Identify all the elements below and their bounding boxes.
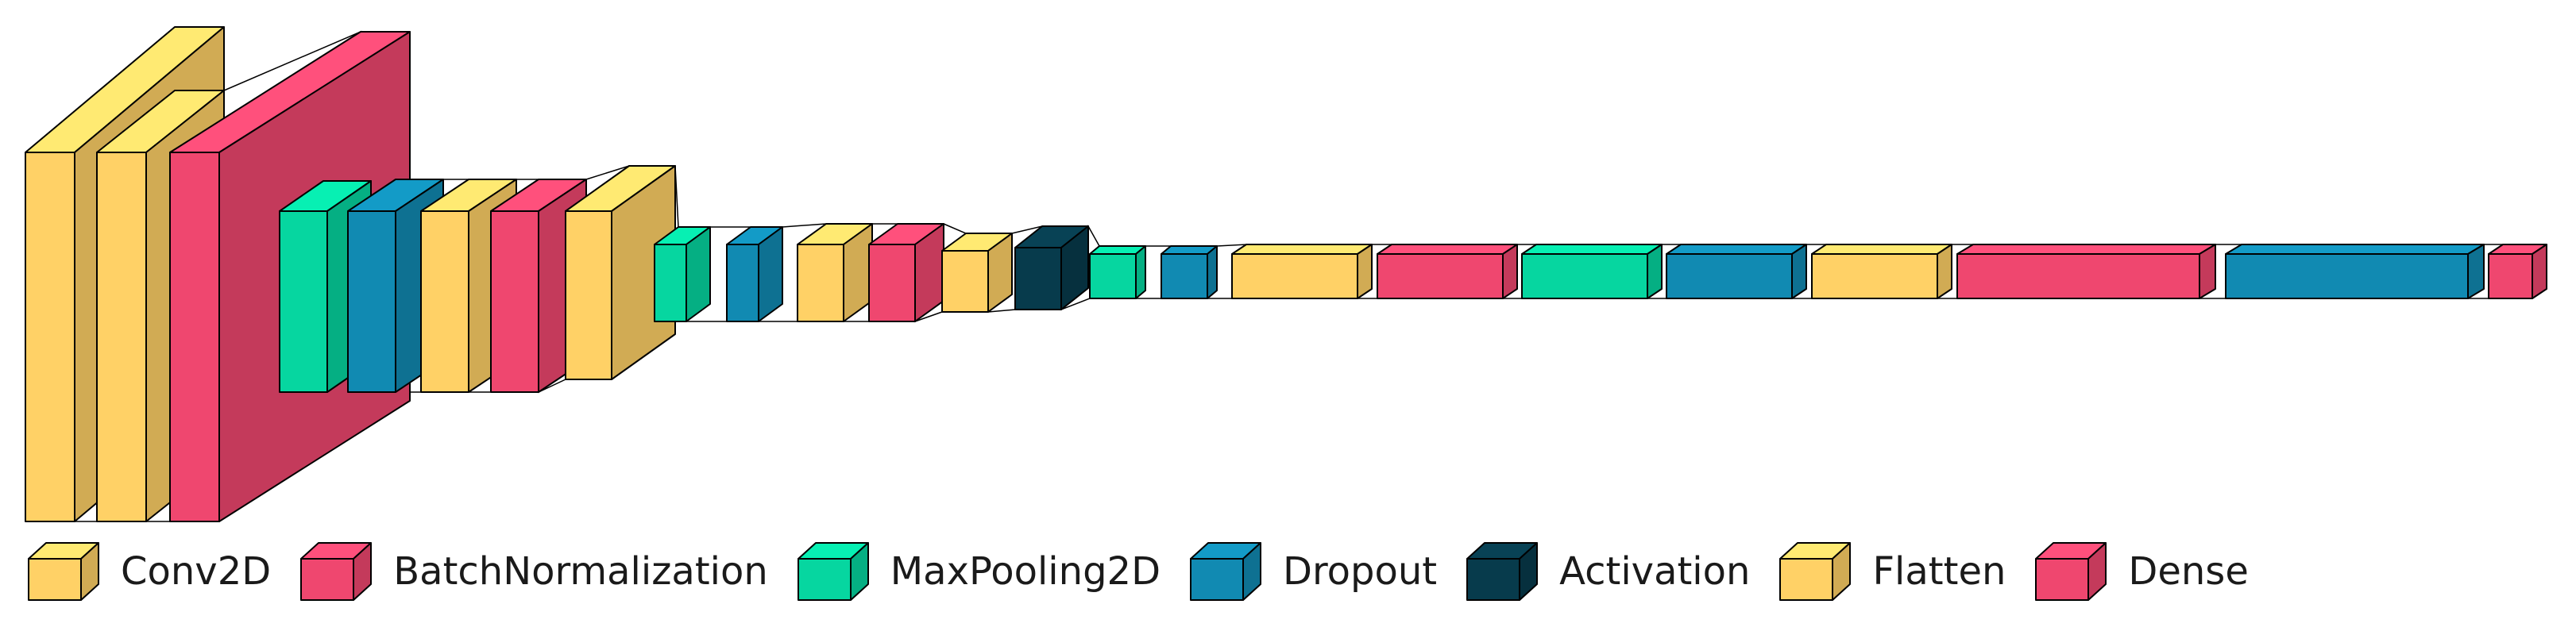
layer-conv2d-front — [797, 244, 844, 322]
layer-dropout-side — [1791, 244, 1807, 299]
layer-dropout-front — [1161, 253, 1208, 299]
layer-dropout-front — [347, 210, 396, 393]
legend-label-activation: Activation — [1559, 549, 1751, 594]
layer-batchnormalization-front — [490, 210, 539, 393]
activation-swatch-icon — [1466, 542, 1539, 601]
dense-swatch-icon — [2035, 542, 2107, 601]
layer-dropout — [2225, 244, 2485, 299]
maxpooling2d-swatch-icon — [797, 542, 869, 601]
layer-dropout-side — [758, 226, 783, 322]
layer-conv2d — [941, 233, 1013, 313]
layer-dense-side — [1502, 244, 1518, 299]
layer-maxpooling2d-front — [654, 244, 687, 322]
layer-dense-front — [1956, 253, 2200, 299]
dropout-swatch-icon — [1190, 542, 1262, 601]
layer-flatten-side — [1937, 244, 1952, 299]
layer-dropout-front — [1666, 253, 1793, 299]
layer-batchnormalization-front — [169, 152, 220, 522]
layer-dense — [2488, 244, 2547, 299]
dropout-swatch-front — [1190, 558, 1245, 601]
legend-item-activation: Activation — [1464, 540, 1750, 603]
layer-maxpooling2d — [654, 226, 711, 322]
layer-maxpooling2d-front — [279, 210, 328, 393]
layer-maxpooling2d-side — [1647, 244, 1663, 299]
legend-item-maxpooling2d: MaxPooling2D — [795, 540, 1161, 603]
layer-flatten-front — [1811, 253, 1938, 299]
dropout-swatch — [1190, 542, 1262, 601]
layer-maxpooling2d-side — [686, 226, 711, 322]
layer-maxpooling2d — [1089, 245, 1146, 299]
flatten-swatch-front — [1779, 558, 1834, 601]
network-architecture-diagram — [25, 26, 2547, 522]
layer-flatten-side — [1357, 244, 1373, 299]
dense-swatch — [2035, 542, 2107, 601]
legend-label-flatten: Flatten — [1872, 549, 2006, 594]
layer-maxpooling2d — [1521, 244, 1663, 299]
legend-label-maxpooling2d: MaxPooling2D — [890, 549, 1161, 594]
layer-conv2d — [565, 165, 676, 380]
legend-label-conv2d: Conv2D — [121, 549, 272, 594]
layer-dropout-side — [2467, 244, 2485, 299]
maxpooling2d-swatch-front — [797, 558, 852, 601]
conv2d-swatch-front — [28, 558, 82, 601]
layer-batchnormalization-front — [868, 244, 916, 322]
legend-item-flatten: Flatten — [1777, 540, 2006, 603]
layer-dense-side — [2532, 244, 2547, 299]
layer-flatten-top — [1811, 244, 1952, 255]
activation-swatch-front — [1466, 558, 1521, 601]
activation-swatch — [1466, 542, 1539, 601]
layer-dropout — [726, 226, 783, 322]
layer-flatten — [1811, 244, 1952, 299]
layer-conv2d-front — [96, 152, 147, 522]
layer-dropout — [1161, 245, 1218, 299]
layer-dropout-side — [1207, 245, 1218, 299]
layer-conv2d-front — [25, 152, 75, 522]
layer-conv2d — [797, 223, 873, 322]
layer-flatten-front — [1231, 253, 1358, 299]
layer-flatten-top — [1231, 244, 1373, 255]
flatten-swatch — [1779, 542, 1852, 601]
layer-dense-front — [2488, 253, 2533, 299]
layer-maxpooling2d-front — [1521, 253, 1648, 299]
layer-activation-front — [1014, 247, 1062, 310]
layer-dropout-front — [2225, 253, 2469, 299]
dense-swatch-front — [2035, 558, 2090, 601]
batchnormalization-swatch-icon — [300, 542, 373, 601]
legend-label-batchnormalization: BatchNormalization — [393, 549, 768, 594]
layer-dense-side — [2199, 244, 2216, 299]
batchnormalization-swatch — [300, 542, 373, 601]
layer-maxpooling2d-front — [1089, 253, 1137, 299]
legend: Conv2D BatchNormalization MaxPooling2D D… — [25, 540, 2276, 603]
layer-conv2d-front — [565, 210, 612, 380]
layer-dropout — [347, 179, 444, 393]
flatten-swatch-icon — [1779, 542, 1852, 601]
layer-maxpooling2d-side — [1135, 245, 1146, 299]
layer-flatten — [1231, 244, 1373, 299]
batchnormalization-swatch-front — [300, 558, 355, 601]
legend-label-dropout: Dropout — [1283, 549, 1438, 594]
legend-item-dense: Dense — [2033, 540, 2249, 603]
layer-dropout — [1666, 244, 1807, 299]
layer-conv2d-front — [941, 250, 989, 313]
legend-label-dense: Dense — [2128, 549, 2249, 594]
layer-activation — [1014, 225, 1089, 310]
layer-dense-top — [1956, 244, 2216, 255]
conv2d-swatch-icon — [28, 542, 99, 601]
layer-dense — [1956, 244, 2216, 299]
legend-item-conv2d: Conv2D — [25, 540, 271, 603]
layer-dropout-front — [726, 244, 759, 322]
layer-dense — [1377, 244, 1518, 299]
layer-maxpooling2d-top — [1521, 244, 1663, 255]
legend-item-dropout: Dropout — [1188, 540, 1437, 603]
layer-dense-top — [1377, 244, 1518, 255]
maxpooling2d-swatch — [797, 542, 869, 601]
layer-dense-front — [1377, 253, 1504, 299]
conv2d-swatch — [28, 542, 99, 601]
layer-batchnormalization — [868, 223, 944, 322]
legend-item-batchnormalization: BatchNormalization — [298, 540, 768, 603]
layer-dropout-top — [2225, 244, 2485, 255]
layer-dropout-top — [1666, 244, 1807, 255]
layer-conv2d-front — [420, 210, 469, 393]
